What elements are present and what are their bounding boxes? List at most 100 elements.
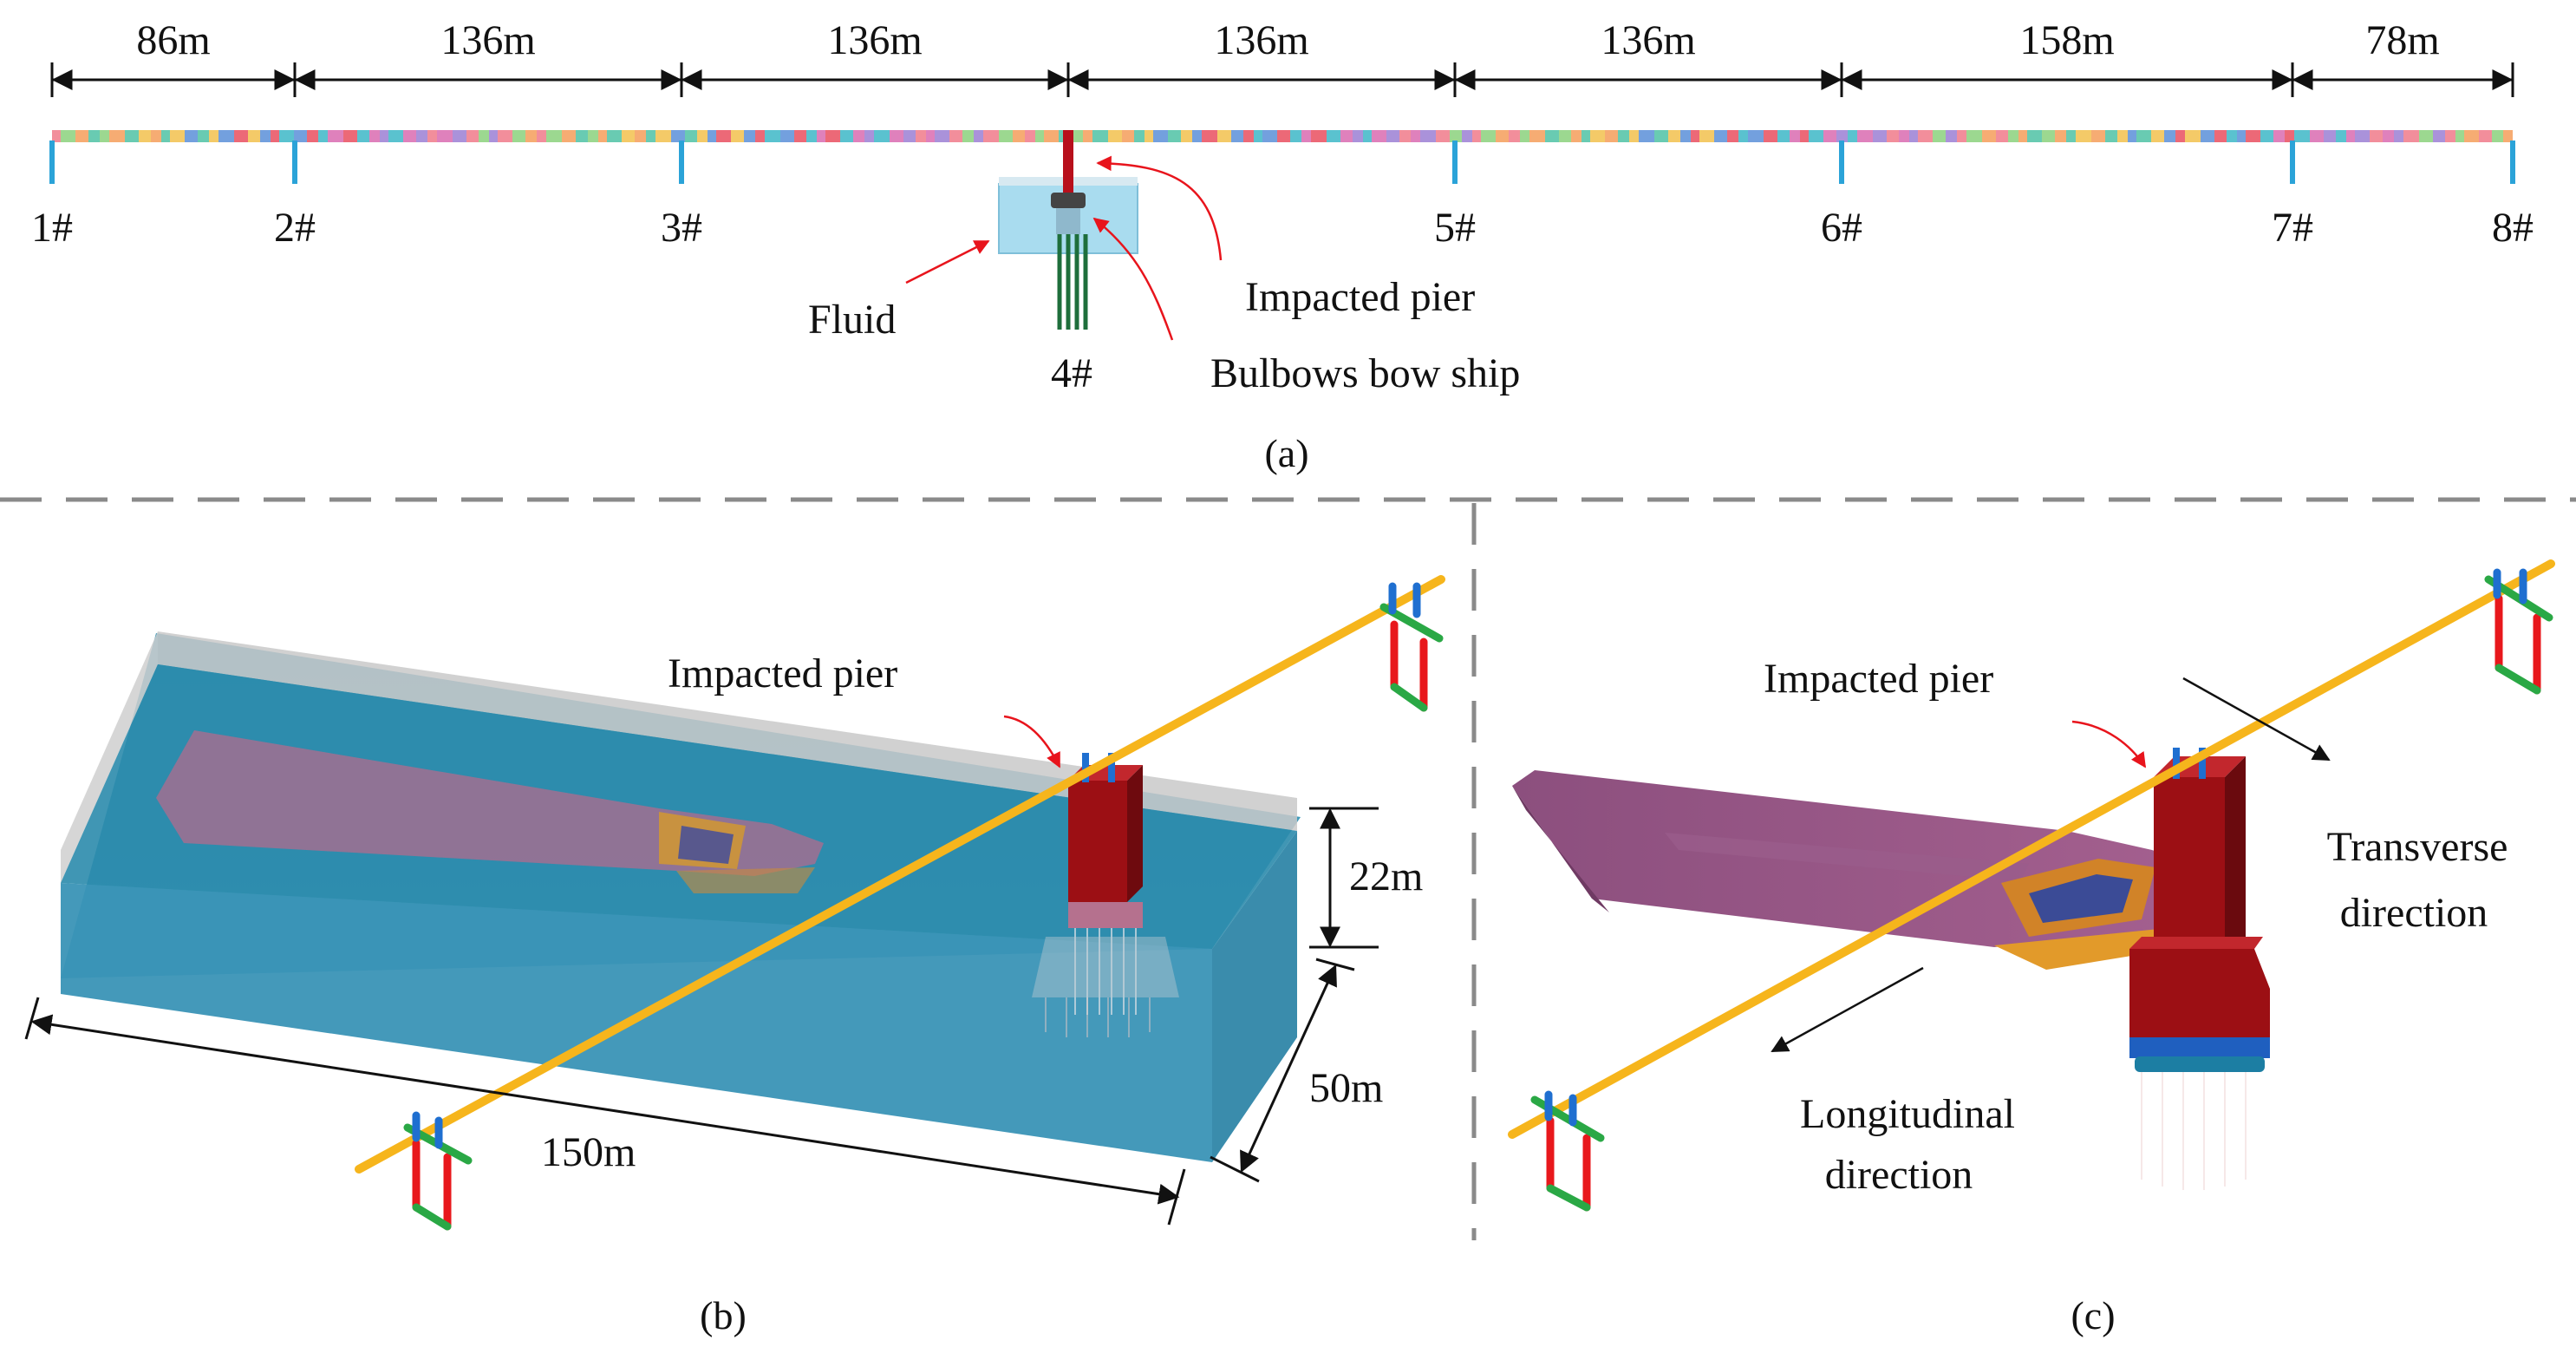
deck-mesh-segment	[974, 130, 983, 142]
deck-mesh-segment	[2310, 130, 2324, 142]
deck-mesh-segment	[170, 130, 185, 142]
deck-mesh-segment	[874, 130, 890, 142]
deck-mesh-segment	[890, 130, 903, 142]
deck-mesh-segment	[380, 130, 388, 142]
pier-label-4: 4#	[1051, 350, 1092, 396]
deck-mesh-segment	[52, 130, 61, 142]
deck-mesh-segment	[234, 130, 248, 142]
deck-mesh-segment	[2433, 130, 2445, 142]
impacted-pier-arrow-b	[1003, 715, 1061, 768]
deck-mesh-segment	[209, 130, 218, 142]
span-label-5: 136m	[1601, 17, 1695, 63]
pier-label-8: 8#	[2492, 205, 2534, 251]
pier-label-2: 2#	[274, 205, 316, 251]
deck-mesh-segment	[1044, 130, 1059, 142]
deck-mesh-segment	[218, 130, 234, 142]
deck-mesh-segment	[151, 130, 161, 142]
deck-mesh-segment	[498, 130, 512, 142]
deck-mesh-segment	[2128, 130, 2136, 142]
deck-mesh-segment	[864, 130, 874, 142]
length-label: 150m	[541, 1129, 636, 1175]
deck-mesh-segment	[1311, 130, 1327, 142]
deck-mesh-segment	[1472, 130, 1481, 142]
deck-mesh-segment	[2076, 130, 2091, 142]
deck-mesh-segment	[1386, 130, 1399, 142]
deck-mesh-segment	[2237, 130, 2246, 142]
deck-mesh-segment	[1800, 130, 1809, 142]
deck-mesh-segment	[1848, 130, 1857, 142]
deck-mesh-segment	[1496, 130, 1509, 142]
deck-mesh-segment	[926, 130, 935, 142]
pier-label-7: 7#	[2272, 205, 2313, 251]
deck-mesh-segment	[794, 130, 806, 142]
deck-mesh-segment	[853, 130, 864, 142]
deck-mesh-segment	[806, 130, 817, 142]
deck-mesh-segment	[525, 130, 537, 142]
deck-mesh-segment	[2151, 130, 2164, 142]
deck-mesh-segment	[260, 130, 271, 142]
deck-mesh-segment	[1181, 130, 1192, 142]
support-near-c	[1530, 1090, 1605, 1212]
deck-mesh-segment	[1372, 130, 1386, 142]
deck-mesh-segment	[671, 130, 685, 142]
deck-mesh-segment	[1450, 130, 1462, 142]
deck-mesh-segment	[388, 130, 403, 142]
deck-mesh-segment	[1083, 130, 1092, 142]
support-near-b	[403, 1111, 473, 1231]
deck-mesh-segment	[1946, 130, 1957, 142]
caption-b: (b)	[700, 1293, 747, 1337]
deck-mesh-segment	[962, 130, 974, 142]
deck-mesh-segment	[716, 130, 731, 142]
deck-mesh-segment	[2018, 130, 2027, 142]
deck-mesh-segment	[1699, 130, 1714, 142]
deck-mesh-segment	[248, 130, 260, 142]
span-label-6: 158m	[2019, 17, 2114, 63]
deck-mesh-segment	[1013, 130, 1025, 142]
deck-mesh-segment	[75, 130, 88, 142]
deck-mesh-segment	[2394, 130, 2403, 142]
panel-a: 86m 136m 136m 136m 136m 158m 78m	[31, 17, 2534, 475]
ship-b	[156, 730, 824, 893]
deck-mesh-segment	[343, 130, 357, 142]
deck-mesh-segment	[403, 130, 416, 142]
panel-dividers	[0, 497, 2576, 1240]
deck-mesh-segment	[840, 130, 853, 142]
deck-mesh-segment	[622, 130, 635, 142]
deck-mesh-segment	[607, 130, 622, 142]
deck-mesh-segment	[1363, 130, 1372, 142]
deck-mesh-segment	[1509, 130, 1520, 142]
deck-mesh-segment	[2503, 130, 2513, 142]
caption-a: (a)	[1264, 431, 1308, 475]
deck-mesh-segment	[1571, 130, 1581, 142]
impacted-pier-shaft	[1063, 130, 1073, 193]
deck-mesh-segment	[1290, 130, 1301, 142]
deck-mesh-segment	[2260, 130, 2273, 142]
deck-mesh-segment	[817, 130, 825, 142]
deck-mesh-segment	[1462, 130, 1472, 142]
deck-mesh-segment	[198, 130, 209, 142]
ship-label: Bulbows bow ship	[1210, 350, 1520, 396]
deck-mesh-segment	[1481, 130, 1496, 142]
deck-mesh-segment	[1873, 130, 1887, 142]
deck-mesh-segment	[1168, 130, 1181, 142]
deck-mesh-segment	[125, 130, 139, 142]
deck-mesh-segment	[2175, 130, 2185, 142]
panel-c: Impacted pier Transverse direction Longi…	[1508, 559, 2555, 1337]
deck-mesh-segment	[1217, 130, 1231, 142]
deck-mesh-segment	[161, 130, 170, 142]
deck-mesh-segment	[755, 130, 765, 142]
fluid-domain-back-wall	[158, 631, 1297, 831]
deck-mesh-segment	[357, 130, 369, 142]
deck-mesh-segment	[1353, 130, 1363, 142]
deck-mesh-segment	[453, 130, 466, 142]
deck-mesh-segment	[2492, 130, 2503, 142]
deck-mesh-segment	[109, 130, 125, 142]
pier-label-3: 3#	[661, 205, 702, 251]
deck-mesh-segment	[1277, 130, 1290, 142]
deck-mesh-segment	[2464, 130, 2479, 142]
deck-mesh-segment	[307, 130, 318, 142]
deck-mesh-segment	[2042, 130, 2055, 142]
deck-mesh-segment	[1399, 130, 1411, 142]
pier-4-pile-cap	[1051, 193, 1086, 208]
